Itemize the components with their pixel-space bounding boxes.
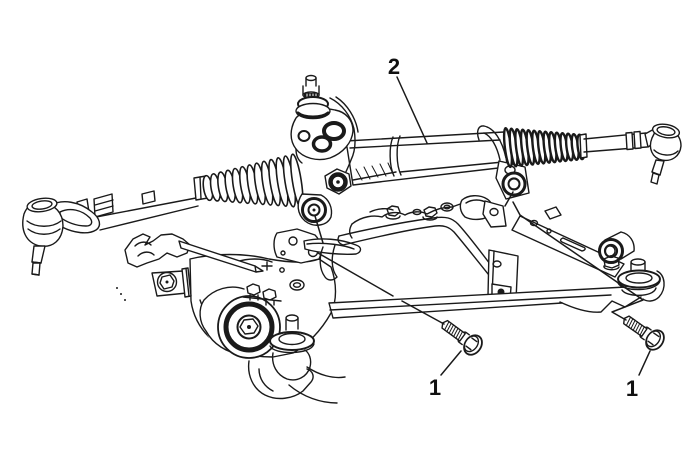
left-tie-rod-end: [22, 197, 101, 276]
input-shaft: [295, 74, 331, 120]
right-boot: [502, 127, 586, 169]
steering-gear-assembly: [22, 74, 682, 276]
callout-2-leader: [396, 76, 428, 144]
callout-2-label: 2: [388, 54, 400, 79]
callout-1-left-label: 1: [429, 375, 441, 400]
rack-tube: [345, 131, 508, 186]
right-tie-rod-end: [644, 123, 682, 185]
gear-strap: [329, 97, 356, 183]
left-mount-bushing: [297, 193, 333, 226]
pinion-housing: [290, 74, 359, 226]
callout-1-left-leader: [314, 215, 462, 376]
left-lower-bushing: [199, 286, 281, 359]
right-mount-bushing: [495, 160, 530, 200]
left-boot: [202, 153, 304, 209]
subframe: [116, 195, 665, 404]
callout-1-right-leader: [504, 191, 651, 376]
left-gear-mount-bracket: [273, 228, 362, 281]
callout-1-right-label: 1: [626, 376, 638, 401]
right-body-mount-bushing: [617, 258, 661, 297]
right-inner-tie-rod: [579, 130, 648, 159]
subframe-left-section: [116, 228, 362, 404]
right-mount-strap: [476, 125, 507, 161]
subframe-center-section: [328, 195, 627, 319]
right-lower-bushing: [598, 231, 635, 271]
left-horn-bracket: [124, 233, 191, 268]
subframe-right-section: [511, 206, 665, 313]
left-body-mount-bushing: [269, 314, 315, 381]
right-mounting-bolt: [617, 308, 669, 355]
